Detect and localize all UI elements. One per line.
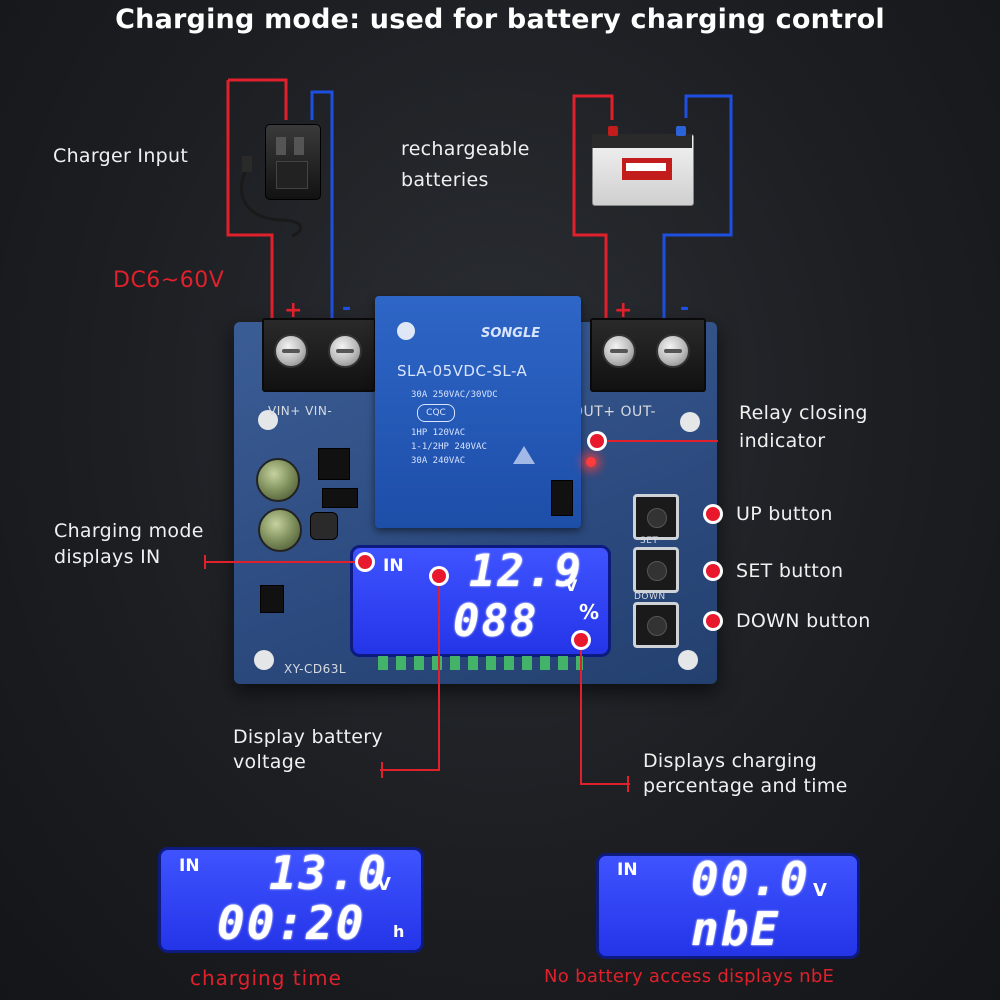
dot-up-button <box>706 507 720 521</box>
relay-warning-icon <box>513 446 535 464</box>
dot-charging-percentage <box>574 633 588 647</box>
page-title: Charging mode: used for battery charging… <box>115 4 885 35</box>
mount-hole-top-right <box>680 412 700 432</box>
label-charging-mode: Charging mode <box>54 520 204 542</box>
terminal-screw-out-plus <box>602 334 636 368</box>
relay-rating-3: 1-1/2HP 240VAC <box>411 442 487 452</box>
caption-charging-time: charging time <box>190 966 342 990</box>
label-displays-charging: Displays charging <box>643 750 818 772</box>
dot-down-button <box>706 614 720 628</box>
terminal-minus-right: - <box>680 296 690 321</box>
silk-set: SET <box>640 536 659 546</box>
label-display-battery: Display battery <box>233 726 383 748</box>
dot-charging-mode <box>358 555 372 569</box>
board-model: XY-CD63L <box>284 662 347 676</box>
lcd-time-unit: h <box>393 922 405 941</box>
main-lcd-voltage: 12.9 <box>469 546 583 597</box>
terminal-screw-vin-plus <box>274 334 308 368</box>
ic-chip-2 <box>322 488 358 508</box>
inductor <box>310 512 338 540</box>
charger-cord <box>239 156 303 238</box>
terminal-screw-out-minus <box>656 334 690 368</box>
main-lcd-percent-unit: % <box>579 600 600 624</box>
label-charger-input: Charger Input <box>53 145 189 167</box>
lcd-time-voltage: 13.0 <box>269 846 388 900</box>
caption-no-battery: No battery access displays nbE <box>544 966 835 987</box>
terminal-plus-right: + <box>614 298 633 323</box>
transistor <box>260 585 284 613</box>
terminal-plus-left: + <box>284 298 303 323</box>
mount-hole-bottom-left <box>254 650 274 670</box>
relay-indicator-led <box>586 457 596 467</box>
lcd-charging-time: IN 13.0 V 00:20 h <box>158 846 424 953</box>
mount-hole-top-left <box>258 410 278 430</box>
label-down-button: DOWN button <box>736 610 871 632</box>
lcd-nobattery-voltage-unit: V <box>813 880 827 901</box>
relay-rating-4: 30A 240VAC <box>411 456 466 466</box>
relay-cert: CQC <box>417 404 455 422</box>
capacitor-2 <box>258 508 302 552</box>
relay: SONGLE SLA-05VDC-SL-A 30A 250VAC/30VDC C… <box>375 296 581 528</box>
main-lcd: IN 12.9 V 088 % <box>350 545 611 657</box>
relay-rating-1: 30A 250VAC/30VDC <box>411 390 498 400</box>
dot-relay-indicator <box>590 434 604 448</box>
lcd-time-mode: IN <box>179 856 200 876</box>
lcd-time-value: 00:20 <box>217 896 366 950</box>
dot-set-button <box>706 564 720 578</box>
relay-rating-2: 1HP 120VAC <box>411 428 466 438</box>
set-button[interactable] <box>633 547 679 593</box>
charger-positive-wire <box>228 78 288 120</box>
relay-model: SLA-05VDC-SL-A <box>397 362 528 380</box>
label-batteries: batteries <box>401 169 489 191</box>
down-button[interactable] <box>633 602 679 648</box>
label-dc-range: DC6~60V <box>113 268 225 293</box>
label-up-button: UP button <box>736 503 833 525</box>
lcd-time-voltage-unit: V <box>377 874 391 895</box>
lcd-pins <box>378 656 583 670</box>
relay-logo-icon <box>397 322 415 340</box>
dot-battery-voltage <box>432 569 446 583</box>
lcd-nobattery-mode: IN <box>617 860 638 880</box>
main-lcd-voltage-unit: V <box>565 576 578 595</box>
label-rechargeable: rechargeable <box>401 138 530 160</box>
silk-vin-label: VIN+ VIN- <box>268 404 333 418</box>
silk-down: DOWN <box>634 592 666 602</box>
diode <box>551 480 573 516</box>
terminal-minus-left: - <box>342 296 352 321</box>
label-set-button: SET button <box>736 560 844 582</box>
label-percentage-time: percentage and time <box>643 775 848 797</box>
label-voltage: voltage <box>233 751 307 773</box>
ic-chip-1 <box>318 448 350 480</box>
main-lcd-percent: 088 <box>453 596 539 647</box>
lcd-nobattery-voltage: 00.0 <box>691 852 810 906</box>
main-lcd-mode: IN <box>383 556 404 576</box>
mount-hole-bottom-right <box>678 650 698 670</box>
relay-brand: SONGLE <box>481 326 541 341</box>
capacitor-1 <box>256 458 300 502</box>
label-relay-closing: Relay closing <box>739 402 868 424</box>
charger-adapter <box>265 124 321 200</box>
lcd-no-battery: IN 00.0 V nbE <box>596 852 860 959</box>
label-relay-indicator: indicator <box>739 430 826 452</box>
silk-out-label: OUT+ OUT- <box>572 404 657 420</box>
lcd-nobattery-code: nbE <box>691 902 781 956</box>
up-button[interactable] <box>633 494 679 540</box>
battery-icon <box>592 126 696 206</box>
terminal-screw-vin-minus <box>328 334 362 368</box>
label-displays-in: displays IN <box>54 546 161 568</box>
